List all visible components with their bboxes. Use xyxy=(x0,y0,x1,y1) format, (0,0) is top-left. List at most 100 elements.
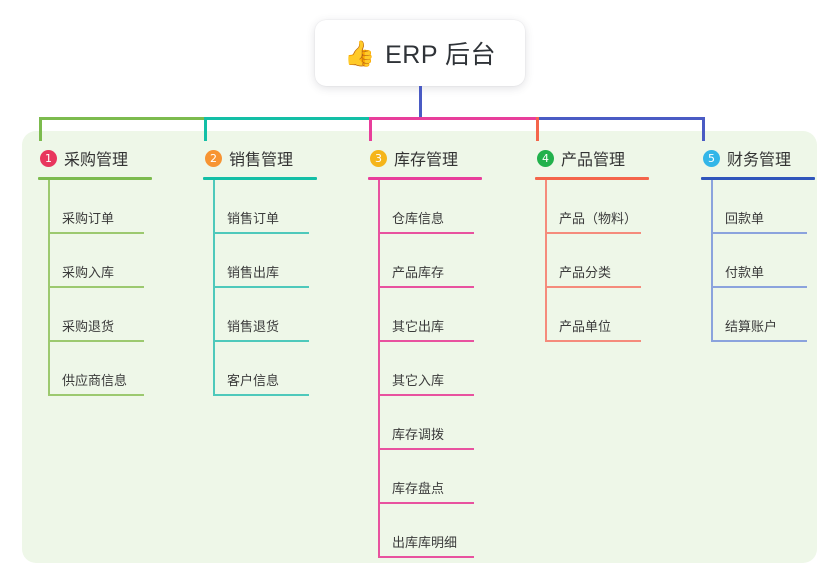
list-item[interactable]: 产品单位 xyxy=(545,288,677,342)
list-item-label: 回款单 xyxy=(725,211,765,226)
number-badge-icon: 5 xyxy=(703,149,720,167)
list-item-rule xyxy=(378,286,474,288)
column-header-rule xyxy=(203,177,317,180)
connector-drop-3 xyxy=(369,117,372,141)
list-item-rule xyxy=(48,340,144,342)
list-item-label: 客户信息 xyxy=(227,373,280,388)
list-item-rule xyxy=(545,232,641,234)
column-产品管理: 4 产品管理产品（物料） 产品分类产品单位 xyxy=(527,145,677,342)
list-item-rule xyxy=(378,556,474,558)
column-header-rule xyxy=(701,177,815,180)
list-item[interactable]: 其它入库 xyxy=(378,342,510,396)
number-badge-icon: 4 xyxy=(537,149,554,167)
list-item[interactable]: 其它出库 xyxy=(378,288,510,342)
column-title: 产品管理 xyxy=(561,152,626,169)
column-item-list: 销售订单销售出库销售退货客户信息 xyxy=(195,180,345,396)
list-item-rule xyxy=(48,232,144,234)
connector-drop-1 xyxy=(39,117,42,141)
list-item-rule xyxy=(213,394,309,396)
list-item-rule xyxy=(711,340,807,342)
list-item[interactable]: 产品库存 xyxy=(378,234,510,288)
list-item-label: 产品（物料） xyxy=(559,211,638,226)
list-item-label: 其它出库 xyxy=(392,319,445,334)
column-spine xyxy=(213,180,215,396)
root-node-title: ERP 后台 xyxy=(385,41,497,69)
list-item-rule xyxy=(545,340,641,342)
list-item-label: 供应商信息 xyxy=(62,373,128,388)
trunk-line xyxy=(419,86,422,120)
list-item-rule xyxy=(378,340,474,342)
column-item-list: 回款单付款单结算账户 xyxy=(693,180,839,342)
list-item-label: 其它入库 xyxy=(392,373,445,388)
list-item[interactable]: 仓库信息 xyxy=(378,180,510,234)
connector-drop-2 xyxy=(204,117,207,141)
list-item[interactable]: 产品（物料） xyxy=(545,180,677,234)
list-item-rule xyxy=(378,448,474,450)
list-item-label: 仓库信息 xyxy=(392,211,445,226)
list-item[interactable]: 销售出库 xyxy=(213,234,345,288)
column-spine xyxy=(48,180,50,396)
column-header-rule xyxy=(368,177,482,180)
list-item[interactable]: 产品分类 xyxy=(545,234,677,288)
list-item[interactable]: 销售退货 xyxy=(213,288,345,342)
connector-drop-5 xyxy=(702,117,705,141)
list-item-label: 采购退货 xyxy=(62,319,115,334)
list-item[interactable]: 采购退货 xyxy=(48,288,180,342)
list-item[interactable]: 库存盘点 xyxy=(378,450,510,504)
column-spine xyxy=(545,180,547,342)
column-title: 销售管理 xyxy=(229,152,294,169)
list-item-rule xyxy=(213,232,309,234)
list-item[interactable]: 采购入库 xyxy=(48,234,180,288)
list-item-label: 产品库存 xyxy=(392,265,445,280)
connector-bar-segment-1 xyxy=(39,117,206,120)
list-item-label: 结算账户 xyxy=(725,319,778,334)
connector-bar-segment-3 xyxy=(369,117,538,120)
list-item-label: 销售出库 xyxy=(227,265,280,280)
list-item-rule xyxy=(711,286,807,288)
connector-drop-4 xyxy=(536,117,539,141)
list-item[interactable]: 客户信息 xyxy=(213,342,345,396)
root-node-erp-backend[interactable]: 👍 ERP 后台 xyxy=(315,20,525,86)
thumbs-up-icon: 👍 xyxy=(343,39,376,68)
list-item-label: 付款单 xyxy=(725,265,765,280)
list-item[interactable]: 销售订单 xyxy=(213,180,345,234)
list-item-label: 采购入库 xyxy=(62,265,115,280)
list-item[interactable]: 结算账户 xyxy=(711,288,839,342)
column-item-list: 采购订单采购入库采购退货供应商信息 xyxy=(30,180,180,396)
connector-bar-segment-2 xyxy=(204,117,371,120)
column-header-rule xyxy=(38,177,152,180)
list-item-label: 产品分类 xyxy=(559,265,612,280)
column-item-list: 仓库信息产品库存其它出库其它入库库存调拨库存盘点出库库明细 xyxy=(360,180,510,558)
list-item[interactable]: 回款单 xyxy=(711,180,839,234)
diagram-panel xyxy=(22,131,817,563)
column-item-list: 产品（物料） 产品分类产品单位 xyxy=(527,180,677,342)
list-item-rule xyxy=(378,394,474,396)
list-item-rule xyxy=(711,232,807,234)
list-item-rule xyxy=(545,286,641,288)
list-item-label: 库存盘点 xyxy=(392,481,445,496)
list-item[interactable]: 供应商信息 xyxy=(48,342,180,396)
list-item-rule xyxy=(378,232,474,234)
list-item[interactable]: 采购订单 xyxy=(48,180,180,234)
list-item[interactable]: 付款单 xyxy=(711,234,839,288)
column-title: 采购管理 xyxy=(64,152,129,169)
column-title: 库存管理 xyxy=(394,152,459,169)
column-spine xyxy=(378,180,380,558)
connector-bar-segment-4 xyxy=(536,117,704,120)
list-item-label: 销售退货 xyxy=(227,319,280,334)
list-item-rule xyxy=(48,394,144,396)
list-item-label: 产品单位 xyxy=(559,319,612,334)
list-item[interactable]: 出库库明细 xyxy=(378,504,510,558)
list-item[interactable]: 库存调拨 xyxy=(378,396,510,450)
column-spine xyxy=(711,180,713,342)
column-header-4[interactable]: 4 产品管理 xyxy=(527,145,677,171)
list-item-rule xyxy=(48,286,144,288)
